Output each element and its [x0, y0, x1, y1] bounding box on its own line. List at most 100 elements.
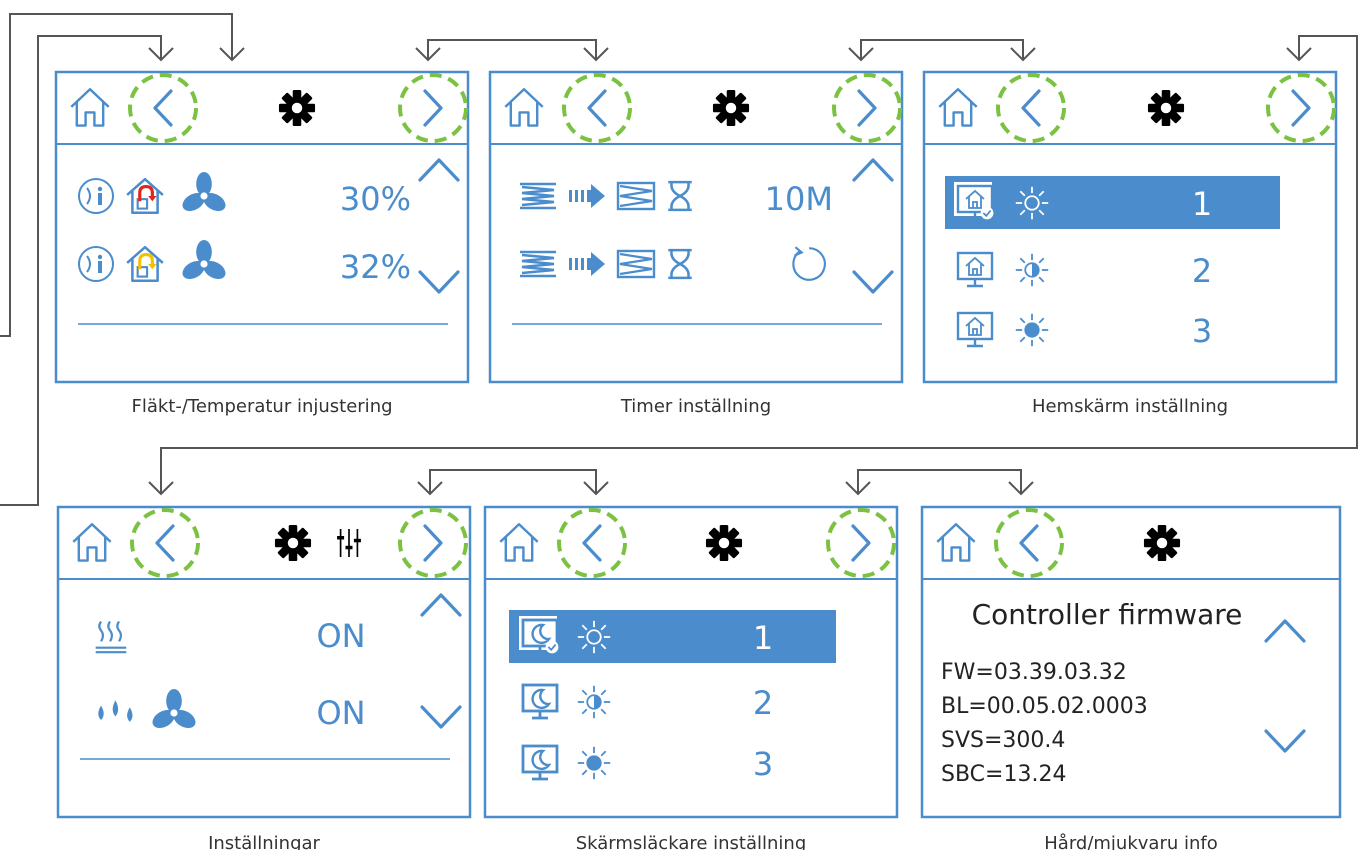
setting-row[interactable]: 10M — [518, 180, 833, 218]
sun-filled-icon — [1014, 312, 1050, 348]
connector-line — [0, 13, 233, 337]
scroll-up-icon[interactable] — [1264, 619, 1306, 643]
back-highlight-ring — [562, 73, 632, 143]
brightness-row[interactable]: 3 — [521, 744, 773, 783]
check-icon — [544, 639, 560, 655]
check-icon — [979, 205, 995, 221]
firmware-line: BL=00.05.02.0003 — [941, 694, 1148, 719]
scroll-up-icon[interactable] — [420, 593, 462, 617]
connector-arrowhead — [583, 481, 609, 496]
back-highlight-ring — [994, 508, 1064, 578]
back-chevron-icon[interactable] — [582, 524, 602, 562]
brightness-row[interactable]: 1 — [509, 610, 836, 663]
connector-line — [429, 469, 597, 494]
firmware-line: SBC=13.24 — [941, 762, 1066, 787]
screen-caption: Hemskärm inställning — [1032, 396, 1228, 417]
connector-arrowhead — [219, 47, 245, 62]
screen-frame — [920, 505, 1342, 819]
forward-chevron-icon[interactable] — [423, 524, 443, 562]
selected-row-highlight — [509, 610, 836, 663]
firmware-line: SVS=300.4 — [941, 728, 1065, 753]
forward-highlight-ring — [398, 73, 468, 143]
row-value: 3 — [753, 745, 773, 783]
back-highlight-ring — [557, 508, 627, 578]
setting-row[interactable]: 30% — [78, 172, 411, 218]
connector-line — [160, 35, 1358, 494]
back-chevron-icon[interactable] — [587, 89, 607, 127]
connector-arrowhead — [1286, 47, 1312, 62]
back-chevron-icon[interactable] — [153, 89, 173, 127]
screen-frame — [488, 70, 904, 384]
row-value: 1 — [1192, 185, 1212, 223]
sliders-icon[interactable] — [335, 527, 363, 559]
screen-caption: Hård/mjukvaru info — [1044, 833, 1217, 850]
connector-line — [857, 469, 1022, 494]
firmware-line: FW=03.39.03.32 — [941, 660, 1127, 685]
connector-arrowhead — [845, 481, 871, 496]
back-highlight-ring — [996, 73, 1066, 143]
setting-row[interactable]: ON — [98, 689, 366, 732]
selected-row-highlight — [945, 176, 1280, 229]
screen-panel: 30% 32% Fläkt-/Temperatur injustering — [54, 70, 470, 417]
back-highlight-ring — [128, 73, 198, 143]
back-chevron-icon[interactable] — [1021, 89, 1041, 127]
brightness-row[interactable]: 1 — [945, 176, 1280, 229]
forward-chevron-icon[interactable] — [423, 89, 443, 127]
back-chevron-icon[interactable] — [155, 524, 175, 562]
row-value: 1 — [753, 619, 773, 657]
connector-arrowhead — [583, 47, 609, 62]
sun-filled-icon — [576, 745, 612, 781]
connector-arrowhead — [848, 47, 874, 62]
forward-chevron-icon[interactable] — [857, 89, 877, 127]
forward-chevron-icon[interactable] — [1291, 89, 1311, 127]
row-value: ON — [316, 617, 365, 655]
brightness-row[interactable]: 3 — [956, 311, 1212, 350]
scroll-up-icon[interactable] — [852, 158, 894, 182]
row-value: 2 — [753, 684, 773, 722]
row-value: 10M — [765, 180, 833, 218]
connector-arrowhead — [148, 481, 174, 496]
connector-arrowhead — [1010, 47, 1036, 62]
row-value: 30% — [340, 180, 411, 218]
setting-row[interactable]: ON — [94, 617, 366, 655]
connector-arrowhead — [148, 47, 174, 62]
connector-line — [860, 39, 1024, 60]
flow-connectors — [0, 13, 1358, 506]
connector-arrowhead — [415, 47, 441, 62]
scroll-up-icon[interactable] — [418, 158, 460, 182]
screen-frame — [56, 505, 472, 819]
back-chevron-icon[interactable] — [1019, 524, 1039, 562]
row-value: 32% — [340, 248, 411, 286]
row-value: ON — [316, 694, 365, 732]
connector-arrowhead — [417, 481, 443, 496]
brightness-row[interactable]: 2 — [956, 251, 1212, 290]
scroll-down-icon[interactable] — [418, 270, 460, 294]
screen-panel: ON ON Inställningar — [56, 505, 472, 850]
connector-line — [427, 39, 597, 60]
forward-highlight-ring — [826, 508, 896, 578]
forward-chevron-icon[interactable] — [851, 524, 871, 562]
row-value: 3 — [1192, 312, 1212, 350]
forward-highlight-ring — [1266, 73, 1336, 143]
back-highlight-ring — [130, 508, 200, 578]
scroll-down-icon[interactable] — [420, 705, 462, 729]
screen-panel: 10M Timer inställning — [488, 70, 904, 417]
row-value: 2 — [1192, 252, 1212, 290]
screen-caption: Fläkt-/Temperatur injustering — [131, 396, 392, 417]
connector-line — [0, 35, 162, 506]
sun-half-icon — [1014, 252, 1050, 288]
info-title: Controller firmware — [972, 598, 1243, 631]
setting-row[interactable]: 32% — [78, 240, 411, 286]
screen-panel: Controller firmwareFW=03.39.03.32BL=00.0… — [920, 505, 1342, 850]
sun-half-icon — [576, 684, 612, 720]
scroll-down-icon[interactable] — [1264, 729, 1306, 753]
screen-caption: Timer inställning — [620, 396, 771, 417]
scroll-down-icon[interactable] — [852, 270, 894, 294]
brightness-row[interactable]: 2 — [521, 683, 773, 722]
connector-arrowhead — [1008, 481, 1034, 496]
forward-highlight-ring — [832, 73, 902, 143]
screen-caption: Inställningar — [208, 833, 320, 850]
screen-frame — [54, 70, 470, 384]
